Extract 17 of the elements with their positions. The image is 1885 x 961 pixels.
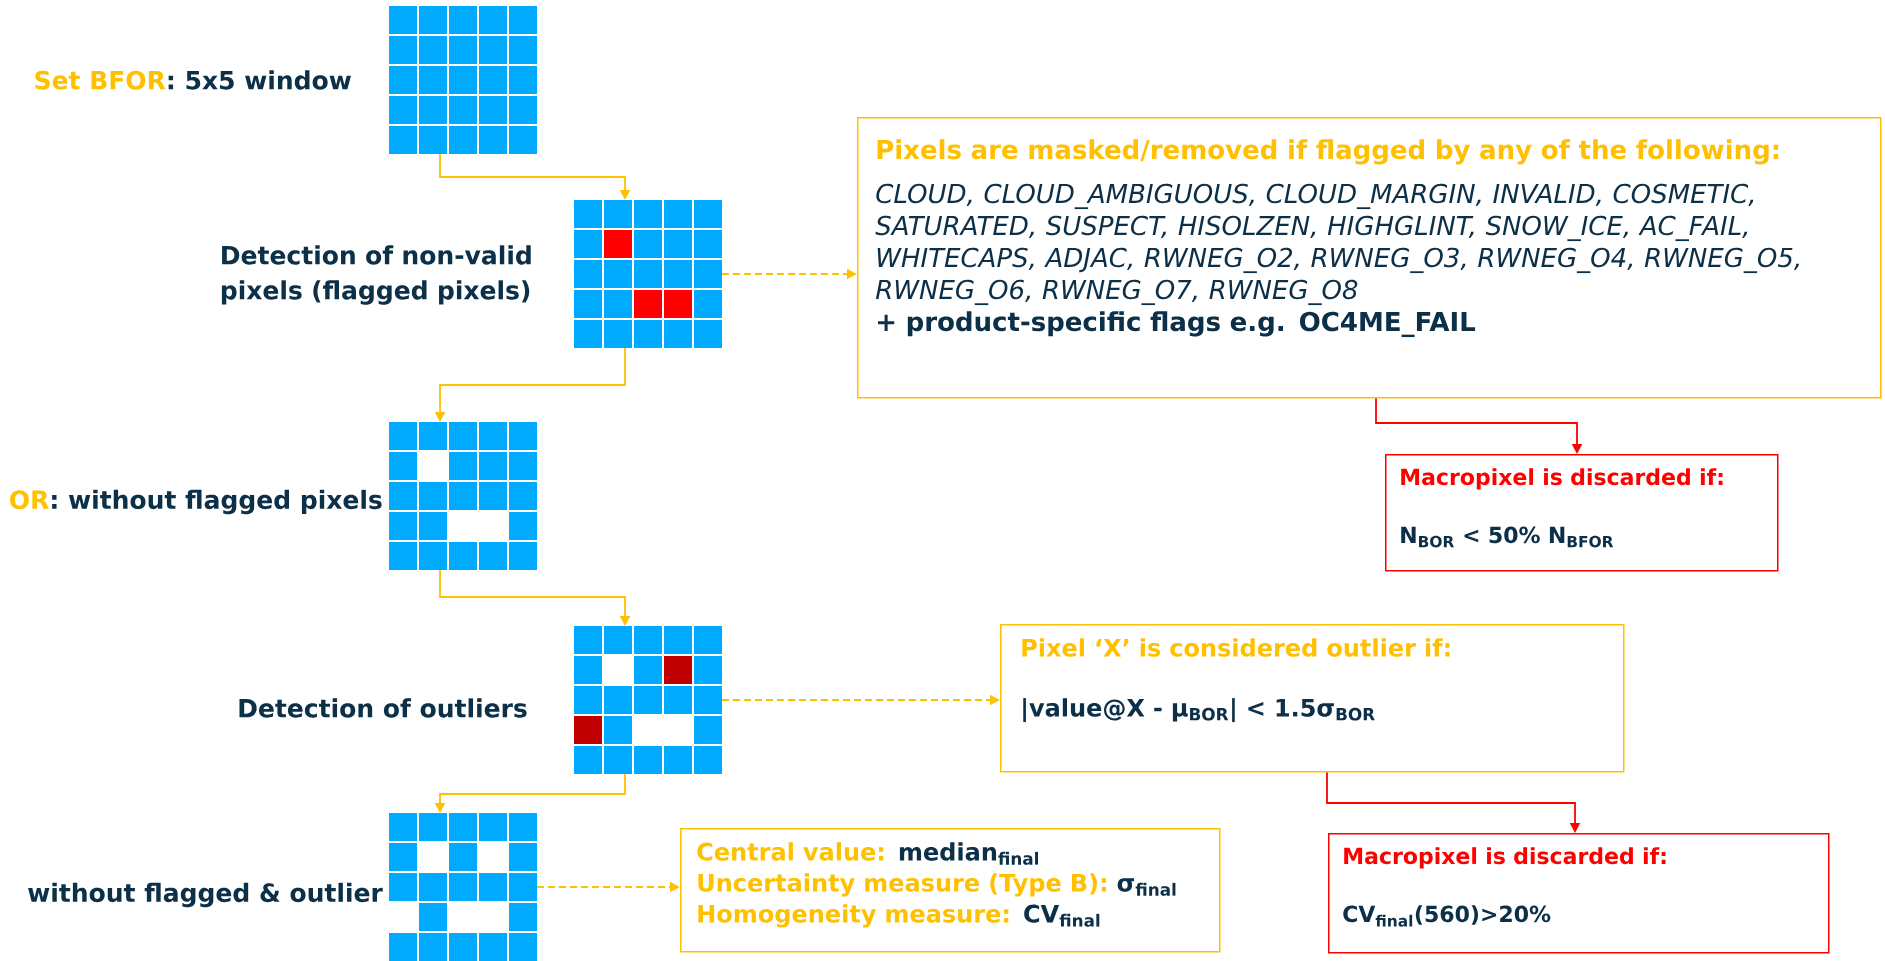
step-label: without flagged & outlier	[28, 882, 383, 908]
step-label: Detection of non-valid pixels (flagged pixels)	[221, 245, 531, 305]
flag-list: CLOUD, CLOUD_AMBIGUOUS, CLOUD_MARGIN, INVALID, COSMETIC, SATURATED, SUSPECT, HISOLZEN, HIGHGLINT, SNOW_ICE, AC_FAIL, WHITECAPS, ADJAC, RWNEG_O2, RWNEG_O3, RWNEG_O4, RWNEG_O5, RWNEG_O6, RWNEG_O7, RWNEG_O8	[875, 183, 1799, 306]
step-label: OR: without flagged pixels	[10, 489, 382, 515]
measure-line: Homogeneity measure: CV$_{final}$	[698, 904, 1100, 928]
measure-line: Uncertainty measure (Type B): σ$_{final}$	[698, 873, 1176, 897]
box-heading: Pixel ‘X’ is considered outlier if:	[1022, 638, 1450, 657]
box-heading: Macropixel is discarded if:	[1401, 468, 1723, 490]
note-text: + product-specific flags e.g. OC4ME_FAIL	[877, 311, 1476, 338]
step-label: Set BFOR: 5x5 window	[35, 70, 351, 90]
step-label: Detection of outliers	[239, 698, 527, 718]
box-heading: Macropixel is discarded if:	[1344, 847, 1666, 869]
box-heading: Pixels are masked/removed if flagged by any of the following:	[877, 139, 1779, 165]
condition-formula: N$_{BOR}$ < 50% N$_{BFOR}$	[1401, 526, 1614, 548]
condition-formula: CV$_{final}$(560)>20%	[1343, 905, 1551, 927]
condition-formula: |value@X - μ$_{BOR}$| < 1.5σ$_{BOR}$	[1023, 698, 1375, 723]
measure-line: Central value: median$_{final}$	[697, 842, 1038, 865]
